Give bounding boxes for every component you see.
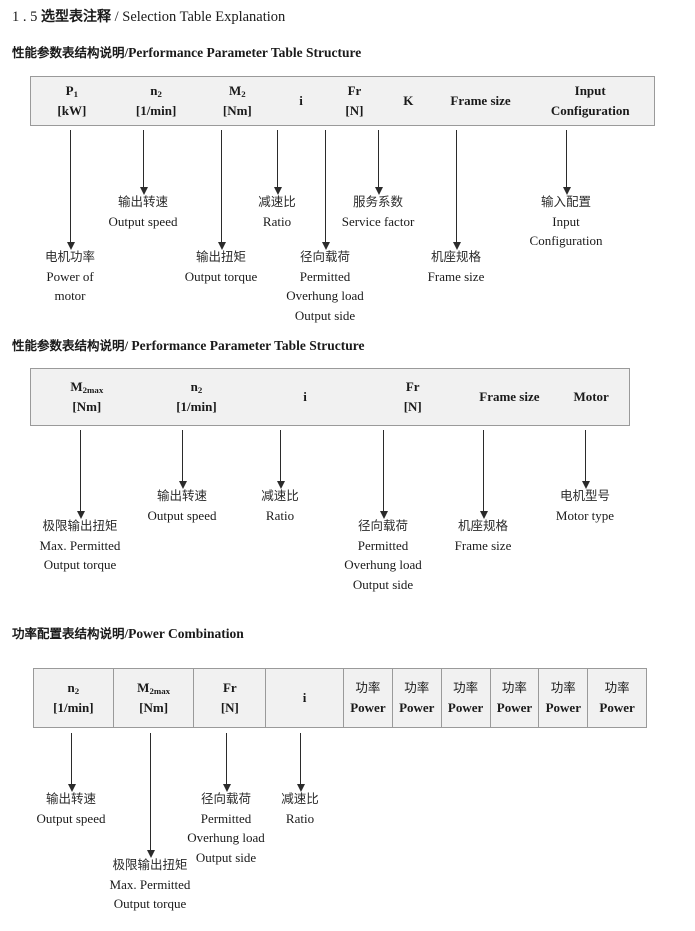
arrow-to-motor-type [581,430,590,489]
annotation-ratio-3: 减速比 Ratio [281,791,319,826]
annotation-ratio-2: 减速比 Ratio [261,488,299,523]
annotation-max-output-torque: 极限输出扭矩 Max. Permitted Output torque [39,518,121,573]
table3-col-overhung-load: Fr [N] [193,669,265,727]
power-combination-table: n2 [1/min] M2max [Nm] Fr [N] i 功率 Power … [33,668,647,728]
table2-col-output-speed: n2 [1/min] [176,378,217,414]
table1-col-frame-size: Frame size [450,92,511,108]
performance-parameter-table-2: M2max [Nm] n2 [1/min] i Fr [N] Frame siz… [30,368,630,426]
page-title-cn: 选型表注释 [41,9,111,25]
annotation-overhung-load-2: 径向载荷 Permitted Overhung load Output side [344,518,422,592]
section-heading-3-en: Power Combination [128,626,244,641]
annotation-motor-type: 电机型号 Motor type [555,488,615,523]
arrow-to-frame-size-2 [479,430,488,519]
section-heading-3: 功率配置表结构说明/Power Combination [12,623,244,642]
arrow-to-output-torque [217,130,226,250]
section-heading-2-separator: / [124,338,129,353]
page-title: 1 . 5 选型表注释 / Selection Table Explanatio… [12,6,285,26]
annotation-service-factor: 服务系数 Service factor [341,194,415,229]
arrow-to-ratio-2 [276,430,285,489]
annotation-overhung-load: 径向载荷 Permitted Overhung load Output side [286,249,364,323]
table1-col-overhung-load: Fr [N] [345,82,364,118]
annotation-output-speed-2: 输出转速 Output speed [147,488,217,523]
annotation-output-speed: 输出转速 Output speed [108,194,178,229]
page-title-number: 1 . 5 [12,9,38,25]
table3-col-power-5: 功率 Power [538,669,587,727]
arrow-to-overhung-load-3 [222,733,231,792]
annotation-frame-size-2: 机座规格 Frame size [454,518,512,553]
table3-col-power-6: 功率 Power [587,669,646,727]
arrow-to-input-configuration [562,130,571,195]
section-heading-3-cn: 功率配置表结构说明 [12,626,125,641]
annotation-overhung-load-3: 径向载荷 Permitted Overhung load Output side [187,791,265,865]
arrow-to-max-output-torque [76,430,85,519]
section-heading-2: 性能参数表结构说明/ Performance Parameter Table S… [12,335,364,354]
arrow-to-ratio-3 [296,733,305,792]
arrow-to-output-speed [139,130,148,195]
arrow-to-ratio [273,130,282,195]
annotation-output-torque: 输出扭矩 Output torque [184,249,258,284]
annotation-frame-size: 机座规格 Frame size [427,249,485,284]
performance-parameter-table-1: P1 [kW] n2 [1/min] M2 [Nm] i Fr [N] K Fr… [30,76,655,126]
table2-col-frame-size: Frame size [479,388,540,404]
annotation-power-of-motor: 电机功率 Power of motor [44,249,96,304]
page-title-separator: / [114,9,119,25]
table2-col-motor: Motor [573,388,609,404]
table2-col-overhung-load: Fr [N] [403,378,422,414]
annotation-output-speed-3: 输出转速 Output speed [36,791,106,826]
table1-col-service-factor: K [403,92,414,108]
arrow-to-output-speed-3 [67,733,76,792]
arrow-to-overhung-load-2 [379,430,388,519]
table3-col-max-output-torque: M2max [Nm] [112,669,194,727]
table3-col-power-3: 功率 Power [440,669,490,727]
section-heading-1: 性能参数表结构说明/Performance Parameter Table St… [12,42,361,61]
arrow-to-power-of-motor [66,130,75,250]
annotation-input-configuration: 输入配置 Input Configuration [529,194,603,249]
table2-col-ratio: i [303,388,307,404]
arrow-to-service-factor [374,130,383,195]
arrow-to-overhung-load [321,130,330,250]
section-heading-2-cn: 性能参数表结构说明 [12,338,125,353]
table1-col-output-speed: n2 [1/min] [135,82,177,118]
table3-col-power-1: 功率 Power [342,669,392,727]
section-heading-1-separator: / [124,45,129,60]
page-title-en: Selection Table Explanation [122,9,286,25]
table1-col-output-torque: M2 [Nm] [222,82,252,118]
table3-col-power-4: 功率 Power [489,669,539,727]
table3-col-output-speed: n2 [1/min] [53,679,94,715]
table1-col-ratio: i [299,92,303,108]
annotation-max-output-torque-3: 极限输出扭矩 Max. Permitted Output torque [109,857,191,912]
table3-col-power-2: 功率 Power [391,669,441,727]
section-heading-3-separator: / [124,626,129,641]
table1-col-input-configuration: Input Configuration [550,82,630,118]
table3-col-ratio: i [265,669,343,727]
arrow-to-output-speed-2 [178,430,187,489]
section-heading-1-en: Performance Parameter Table Structure [128,45,362,60]
annotation-ratio: 减速比 Ratio [258,194,296,229]
table1-col-power: P1 [kW] [57,82,87,118]
arrow-to-max-output-torque-3 [146,733,155,858]
table2-col-max-output-torque: M2max [Nm] [70,378,104,414]
section-heading-2-en: Performance Parameter Table Structure [131,338,365,353]
arrow-to-frame-size [452,130,461,250]
section-heading-1-cn: 性能参数表结构说明 [12,45,125,60]
